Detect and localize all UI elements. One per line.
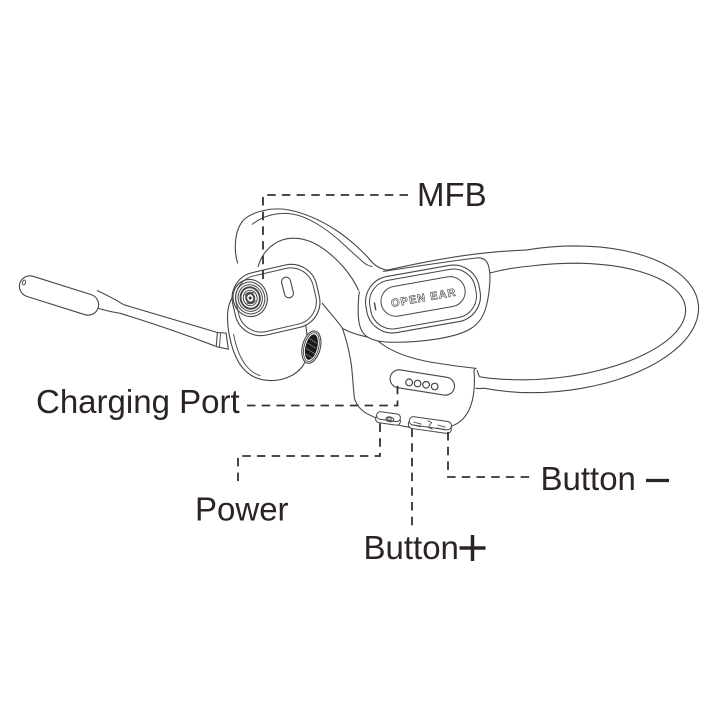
svg-text:Button: Button <box>541 460 636 497</box>
svg-text:Button: Button <box>364 529 459 566</box>
svg-text:Charging Port: Charging Port <box>36 383 240 420</box>
svg-text:Power: Power <box>195 491 289 528</box>
svg-text:MFB: MFB <box>417 176 487 213</box>
